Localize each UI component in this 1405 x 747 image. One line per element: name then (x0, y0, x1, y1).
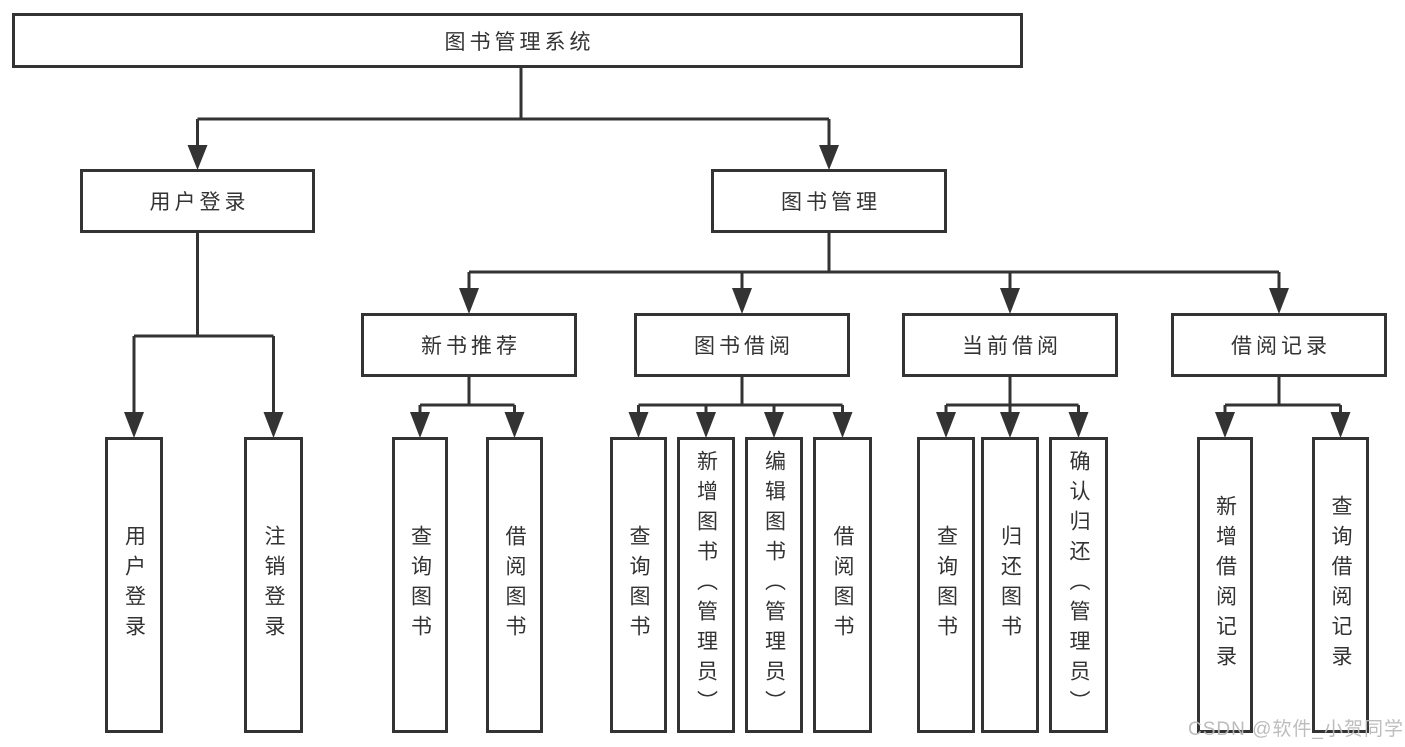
leaf-label: 查询图书 (408, 525, 432, 645)
leaf-logout: 注销登录 (244, 437, 303, 733)
node-current-borrow: 当前借阅 (902, 313, 1118, 377)
leaf-label: 编辑图书（管理员） (762, 450, 786, 720)
leaf-confirm-return-admin: 确认归还（管理员） (1049, 437, 1108, 733)
leaf-label: 借阅图书 (503, 525, 526, 645)
node-new-book-recommend: 新书推荐 (361, 313, 577, 377)
leaf-search-borrow-record: 查询借阅记录 (1312, 437, 1369, 733)
node-label: 图书管理系统 (444, 30, 595, 54)
node-label: 用户登录 (149, 191, 250, 214)
node-book-borrow: 图书借阅 (634, 313, 850, 377)
leaf-borrow-books: 借阅图书 (813, 437, 872, 733)
leaf-return-book: 归还图书 (981, 437, 1039, 733)
leaf-label: 注销登录 (262, 525, 285, 645)
node-label: 借阅记录 (1231, 335, 1331, 358)
node-label: 图书借阅 (694, 335, 794, 358)
node-label: 图书管理 (781, 191, 881, 214)
leaf-label: 确认归还（管理员） (1067, 450, 1090, 720)
leaf-user-login: 用户登录 (105, 437, 163, 733)
leaf-label: 新增借阅记录 (1213, 495, 1237, 675)
leaf-search-books-current: 查询图书 (917, 437, 975, 733)
node-label: 当前借阅 (962, 335, 1062, 358)
node-label: 新书推荐 (421, 335, 521, 358)
leaf-search-books-borrow: 查询图书 (610, 437, 667, 733)
leaf-label: 用户登录 (122, 525, 146, 645)
leaf-label: 查询借阅记录 (1329, 495, 1352, 675)
leaf-label: 查询图书 (934, 525, 958, 645)
leaf-label: 新增图书（管理员） (694, 450, 718, 720)
leaf-label: 借阅图书 (831, 525, 854, 645)
leaf-edit-book-admin: 编辑图书（管理员） (745, 437, 803, 733)
leaf-add-book-admin: 新增图书（管理员） (677, 437, 735, 733)
leaf-label: 归还图书 (998, 525, 1022, 645)
leaf-borrow-books-recommend: 借阅图书 (486, 437, 543, 733)
leaf-label: 查询图书 (627, 525, 650, 645)
node-borrow-records: 借阅记录 (1171, 313, 1387, 377)
leaf-search-books-recommend: 查询图书 (392, 437, 448, 733)
node-book-management: 图书管理 (711, 169, 947, 233)
node-user-login: 用户登录 (80, 169, 315, 233)
node-library-management-system: 图书管理系统 (12, 13, 1023, 68)
csdn-watermark: CSDN @软件_小贺同学 (1188, 719, 1404, 740)
leaf-add-borrow-record: 新增借阅记录 (1197, 437, 1253, 733)
